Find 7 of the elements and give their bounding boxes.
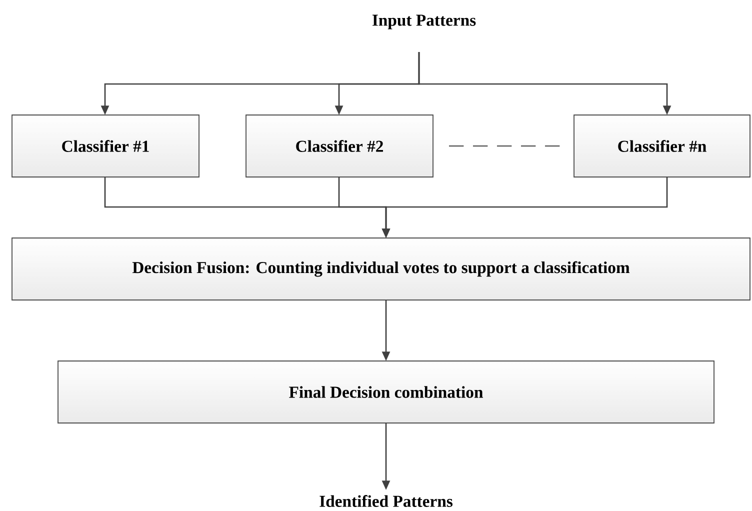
process-box: Decision Fusion: Counting individual votes to support a classificatiom xyxy=(12,238,750,300)
process-box: Classifier #1 xyxy=(12,114,200,178)
bare-text: Input Patterns xyxy=(372,14,476,30)
process-box: Final Decision combination xyxy=(58,360,714,424)
bare-text: Identified Patterns xyxy=(320,495,452,507)
process-box: Classifier #2 xyxy=(246,114,434,178)
process-box: Classifier #n xyxy=(574,114,750,178)
